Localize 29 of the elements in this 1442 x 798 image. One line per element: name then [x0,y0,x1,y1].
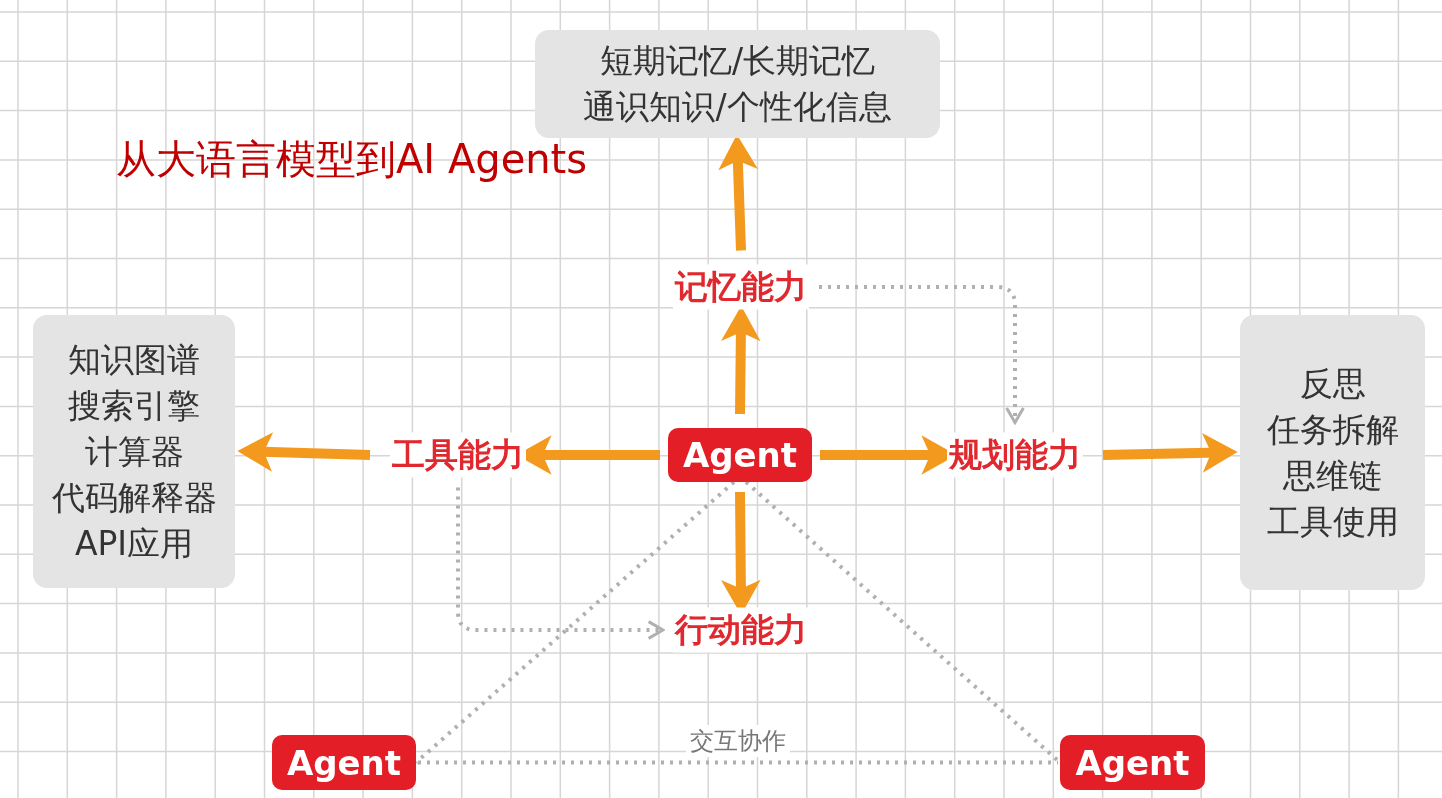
arrow [1102,433,1238,473]
list-item: 思维链 [1283,454,1382,497]
list-item: API应用 [74,522,194,565]
capability-label: 行动能力 [673,607,809,653]
list-item: 任务拆解 [1266,408,1399,451]
capability-label: 规划能力 [947,432,1083,478]
list-item: 反思 [1299,362,1366,405]
dotted-connector [418,760,1058,765]
title: 从大语言模型到AI Agents [116,135,588,184]
capability-label: 工具能力 [390,432,526,478]
list-item: 计算器 [84,430,184,473]
edge-label: 交互协作 [686,724,790,757]
list-item: 搜索引擎 [68,384,200,427]
memory-info-box [535,30,940,138]
dotted-connector [456,487,665,640]
dotted-connector [819,285,1025,424]
list-item: 短期记忆/长期记忆 [599,40,876,82]
dotted-connector [414,480,736,764]
planning-info-box [1240,315,1425,590]
arrow [237,432,371,472]
list-item: 工具使用 [1266,500,1399,543]
list-item: 通识知识/个性化信息 [583,86,892,128]
list-item: 代码解释器 [51,476,217,519]
capability-label: 记忆能力 [673,264,809,310]
tool-info-box [33,315,235,588]
agent-badge: Agent [1060,735,1205,790]
agent-badge: Agent [272,735,416,790]
agent-badge: Agent [668,428,812,482]
list-item: 知识图谱 [68,338,200,381]
